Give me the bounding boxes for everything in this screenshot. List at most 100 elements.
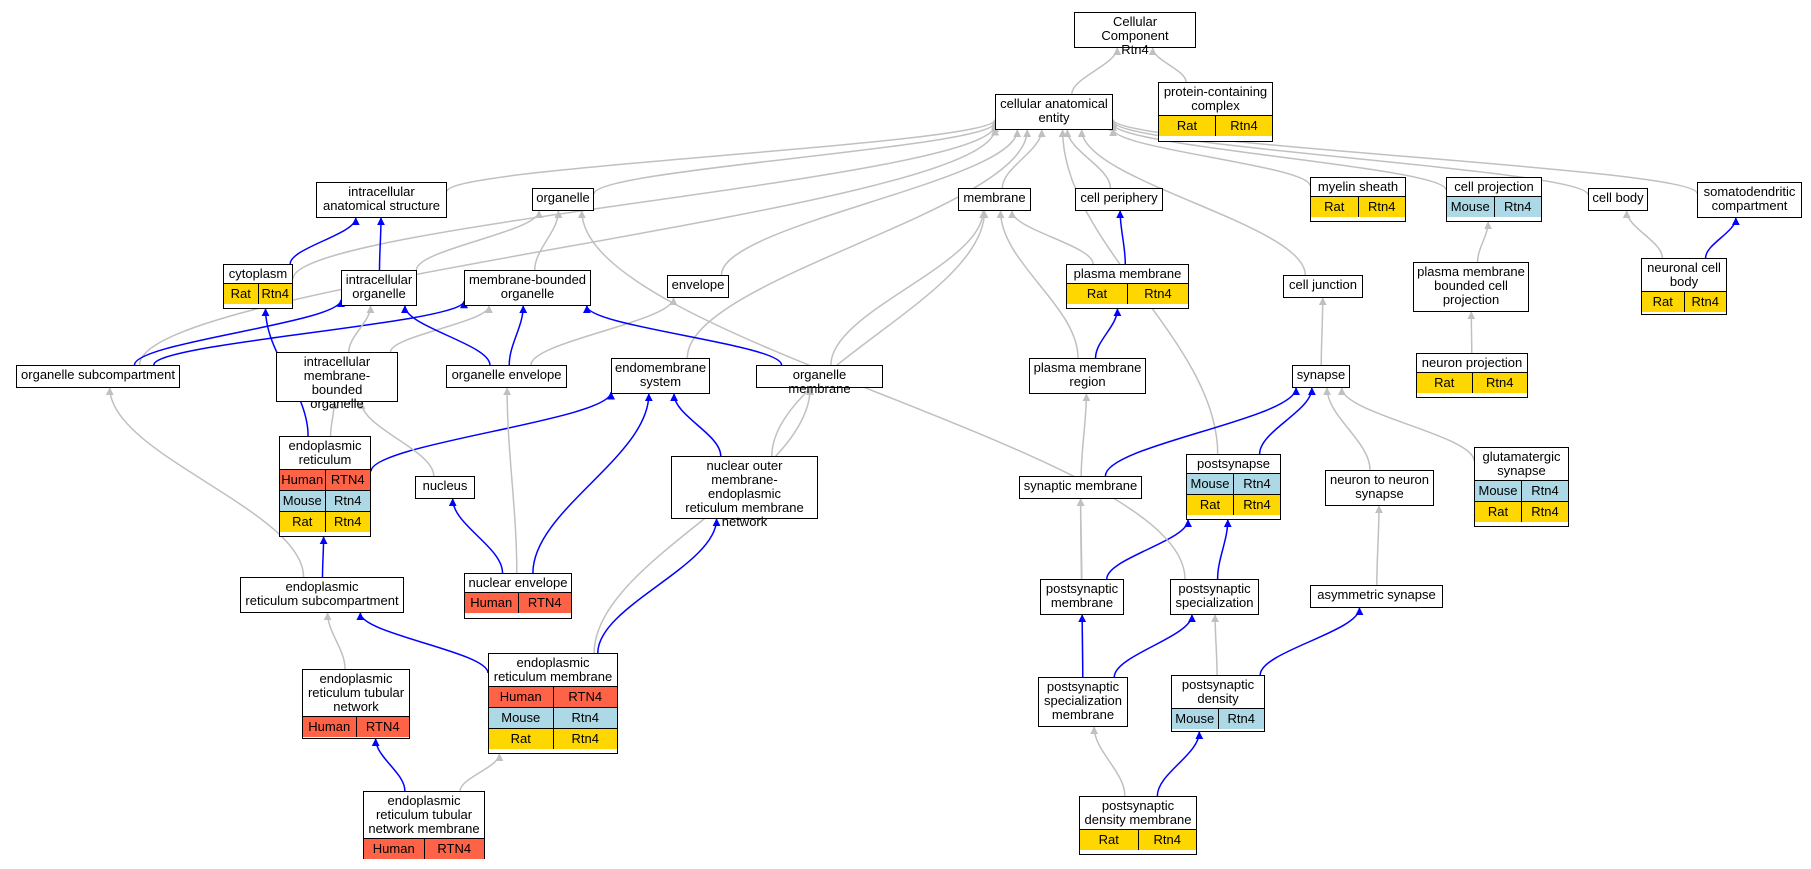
node-label: plasma membrane xyxy=(1073,266,1182,281)
node-root: Cellular Component Rtn4 xyxy=(1074,12,1196,57)
node-label: endoplasmic reticulum tubular network xyxy=(307,671,405,714)
node-label: endoplasmic reticulum xyxy=(288,438,362,467)
node-io: intracellular organelle xyxy=(341,270,417,306)
edge-ias-to-cae xyxy=(446,118,999,193)
edge-erm-to-omem xyxy=(593,387,815,654)
edge-sdc-to-cae xyxy=(1109,118,1698,195)
node-psm: postsynaptic membrane xyxy=(1040,579,1124,615)
node-nomern: nuclear outer membrane-endoplasmic retic… xyxy=(671,456,818,529)
gene-cell: Rtn4 xyxy=(1521,502,1568,522)
node-label: synaptic membrane xyxy=(1023,478,1138,493)
edge-pm-to-mem xyxy=(1008,210,1094,265)
node-label: cell junction xyxy=(1289,277,1357,292)
edge-nenv-to-nuc xyxy=(448,498,504,574)
edge-pmr-to-pm xyxy=(1094,308,1122,359)
edge-pm-to-cp xyxy=(1116,210,1127,265)
node-label: synapse xyxy=(1296,367,1346,382)
edge-glut-to-syn xyxy=(1337,387,1475,462)
gene-cell: Rtn4 xyxy=(1233,474,1280,494)
edge-omem-to-mem xyxy=(830,210,988,366)
node-osc: organelle subcompartment xyxy=(16,365,180,388)
edge-osc-to-cae xyxy=(138,127,999,366)
node-label: endoplasmic reticulum subcompartment xyxy=(245,579,399,608)
edge-synm-to-pmr xyxy=(1080,393,1091,477)
node-label: organelle xyxy=(536,190,590,205)
species-cell: Human xyxy=(489,687,553,707)
node-org: organelle xyxy=(532,188,594,211)
gene-cell: RTN4 xyxy=(324,470,370,490)
species-cell: Rat xyxy=(1311,197,1358,217)
node-label: postsynaptic density xyxy=(1181,677,1255,706)
node-synm: synaptic membrane xyxy=(1019,476,1142,499)
node-ersc: endoplasmic reticulum subcompartment xyxy=(240,577,404,613)
node-label: Cellular Component Rtn4 xyxy=(1101,14,1169,57)
edge-cproj-to-cae xyxy=(1109,122,1447,191)
edge-n2n-to-syn xyxy=(1323,387,1371,471)
gene-cell: RTN4 xyxy=(552,687,617,707)
edge-psm-to-post xyxy=(1106,519,1193,580)
node-label: endomembrane system xyxy=(615,360,707,389)
node-pss: postsynaptic specialization xyxy=(1170,579,1259,615)
node-label: cellular anatomical entity xyxy=(1000,96,1108,125)
species-cell: Human xyxy=(364,839,424,859)
node-label: glutamatergic synapse xyxy=(1482,449,1561,478)
gene-cell: RTN4 xyxy=(517,593,571,613)
edge-oenv-to-io xyxy=(400,305,491,366)
edge-cyto-to-cae xyxy=(292,124,999,279)
species-cell: Rat xyxy=(1187,495,1233,515)
edge-ms-to-cae xyxy=(1109,128,1311,187)
edge-pcc-to-root xyxy=(1148,47,1187,83)
edge-ertnm-to-erm xyxy=(459,753,504,792)
edge-pss-to-org xyxy=(577,210,1186,580)
node-label: myelin sheath xyxy=(1317,179,1399,194)
edge-pmr-to-mem xyxy=(996,210,1079,359)
species-cell: Rat xyxy=(280,512,325,532)
edge-omem-to-mbo xyxy=(582,305,783,366)
node-label: protein-containing complex xyxy=(1163,84,1268,113)
node-label: somatodendritic compartment xyxy=(1703,184,1796,213)
edge-ersc-to-osc xyxy=(105,387,305,578)
gene-cell: RTN4 xyxy=(423,839,484,859)
edge-nomern-to-ems xyxy=(670,393,722,457)
edge-osc-to-io xyxy=(133,299,345,366)
node-ems: endomembrane system xyxy=(611,358,710,394)
species-cell: Mouse xyxy=(280,491,325,511)
gene-cell: Rtn4 xyxy=(1493,197,1541,217)
edge-er-to-ems xyxy=(370,391,615,472)
node-nuc: nucleus xyxy=(415,476,475,499)
node-cp: cell periphery xyxy=(1075,188,1163,211)
edge-cyto-to-ias xyxy=(289,217,360,265)
edge-ems-to-cae xyxy=(686,129,1032,359)
edge-mbo-to-org xyxy=(533,210,563,271)
node-label: membrane-bounded organelle xyxy=(468,272,587,301)
node-label: cell projection xyxy=(1454,179,1534,194)
node-omem: organelle membrane xyxy=(756,365,883,396)
gene-cell: Rtn4 xyxy=(552,708,617,728)
node-label: nuclear outer membrane-endoplasmic retic… xyxy=(685,458,804,529)
gene-cell: Rtn4 xyxy=(1471,373,1527,393)
gene-cell: Rtn4 xyxy=(324,491,370,511)
gene-cell: Rtn4 xyxy=(1137,830,1196,850)
edge-osc-to-mbo xyxy=(153,300,468,366)
